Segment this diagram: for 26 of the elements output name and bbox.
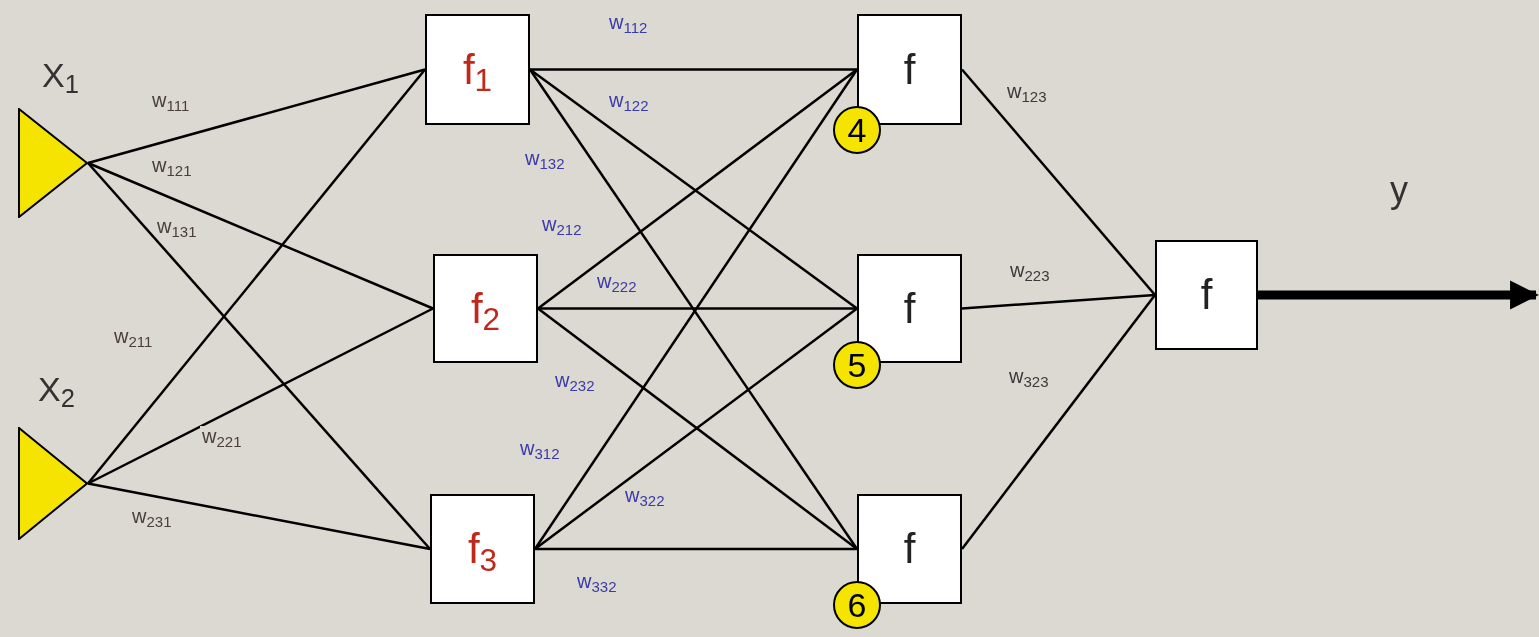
number-badge: 6: [833, 581, 881, 629]
number-badge: 4: [833, 106, 881, 154]
connection-line: [87, 161, 434, 310]
number-badge: 5: [833, 341, 881, 389]
connection-line: [87, 162, 431, 550]
connection-line: [961, 294, 1156, 550]
connection-line: [87, 68, 426, 165]
connection-line: [538, 307, 857, 310]
output-label: y: [1390, 172, 1408, 208]
edge-label: w$_{221}$: [200, 426, 244, 446]
connection-line: [87, 307, 434, 485]
connection-line: [535, 547, 857, 551]
input-triangle: [18, 427, 88, 540]
input-label: X$_{2}$: [38, 372, 75, 406]
neuron-box: f: [1155, 240, 1258, 350]
neuron-box: f$_{1}$: [425, 14, 530, 125]
connection-line: [87, 68, 426, 485]
output-arrow: [1258, 280, 1539, 310]
input-label: X$_{1}$: [42, 58, 79, 92]
connection-line: [961, 68, 1156, 296]
connection-line: [961, 293, 1156, 310]
neuron-box: f$_{3}$: [430, 494, 535, 604]
input-triangle: [18, 108, 88, 218]
connection-line: [530, 68, 857, 71]
neuron-box: f$_{2}$: [433, 254, 538, 363]
connection-line: [87, 482, 431, 551]
